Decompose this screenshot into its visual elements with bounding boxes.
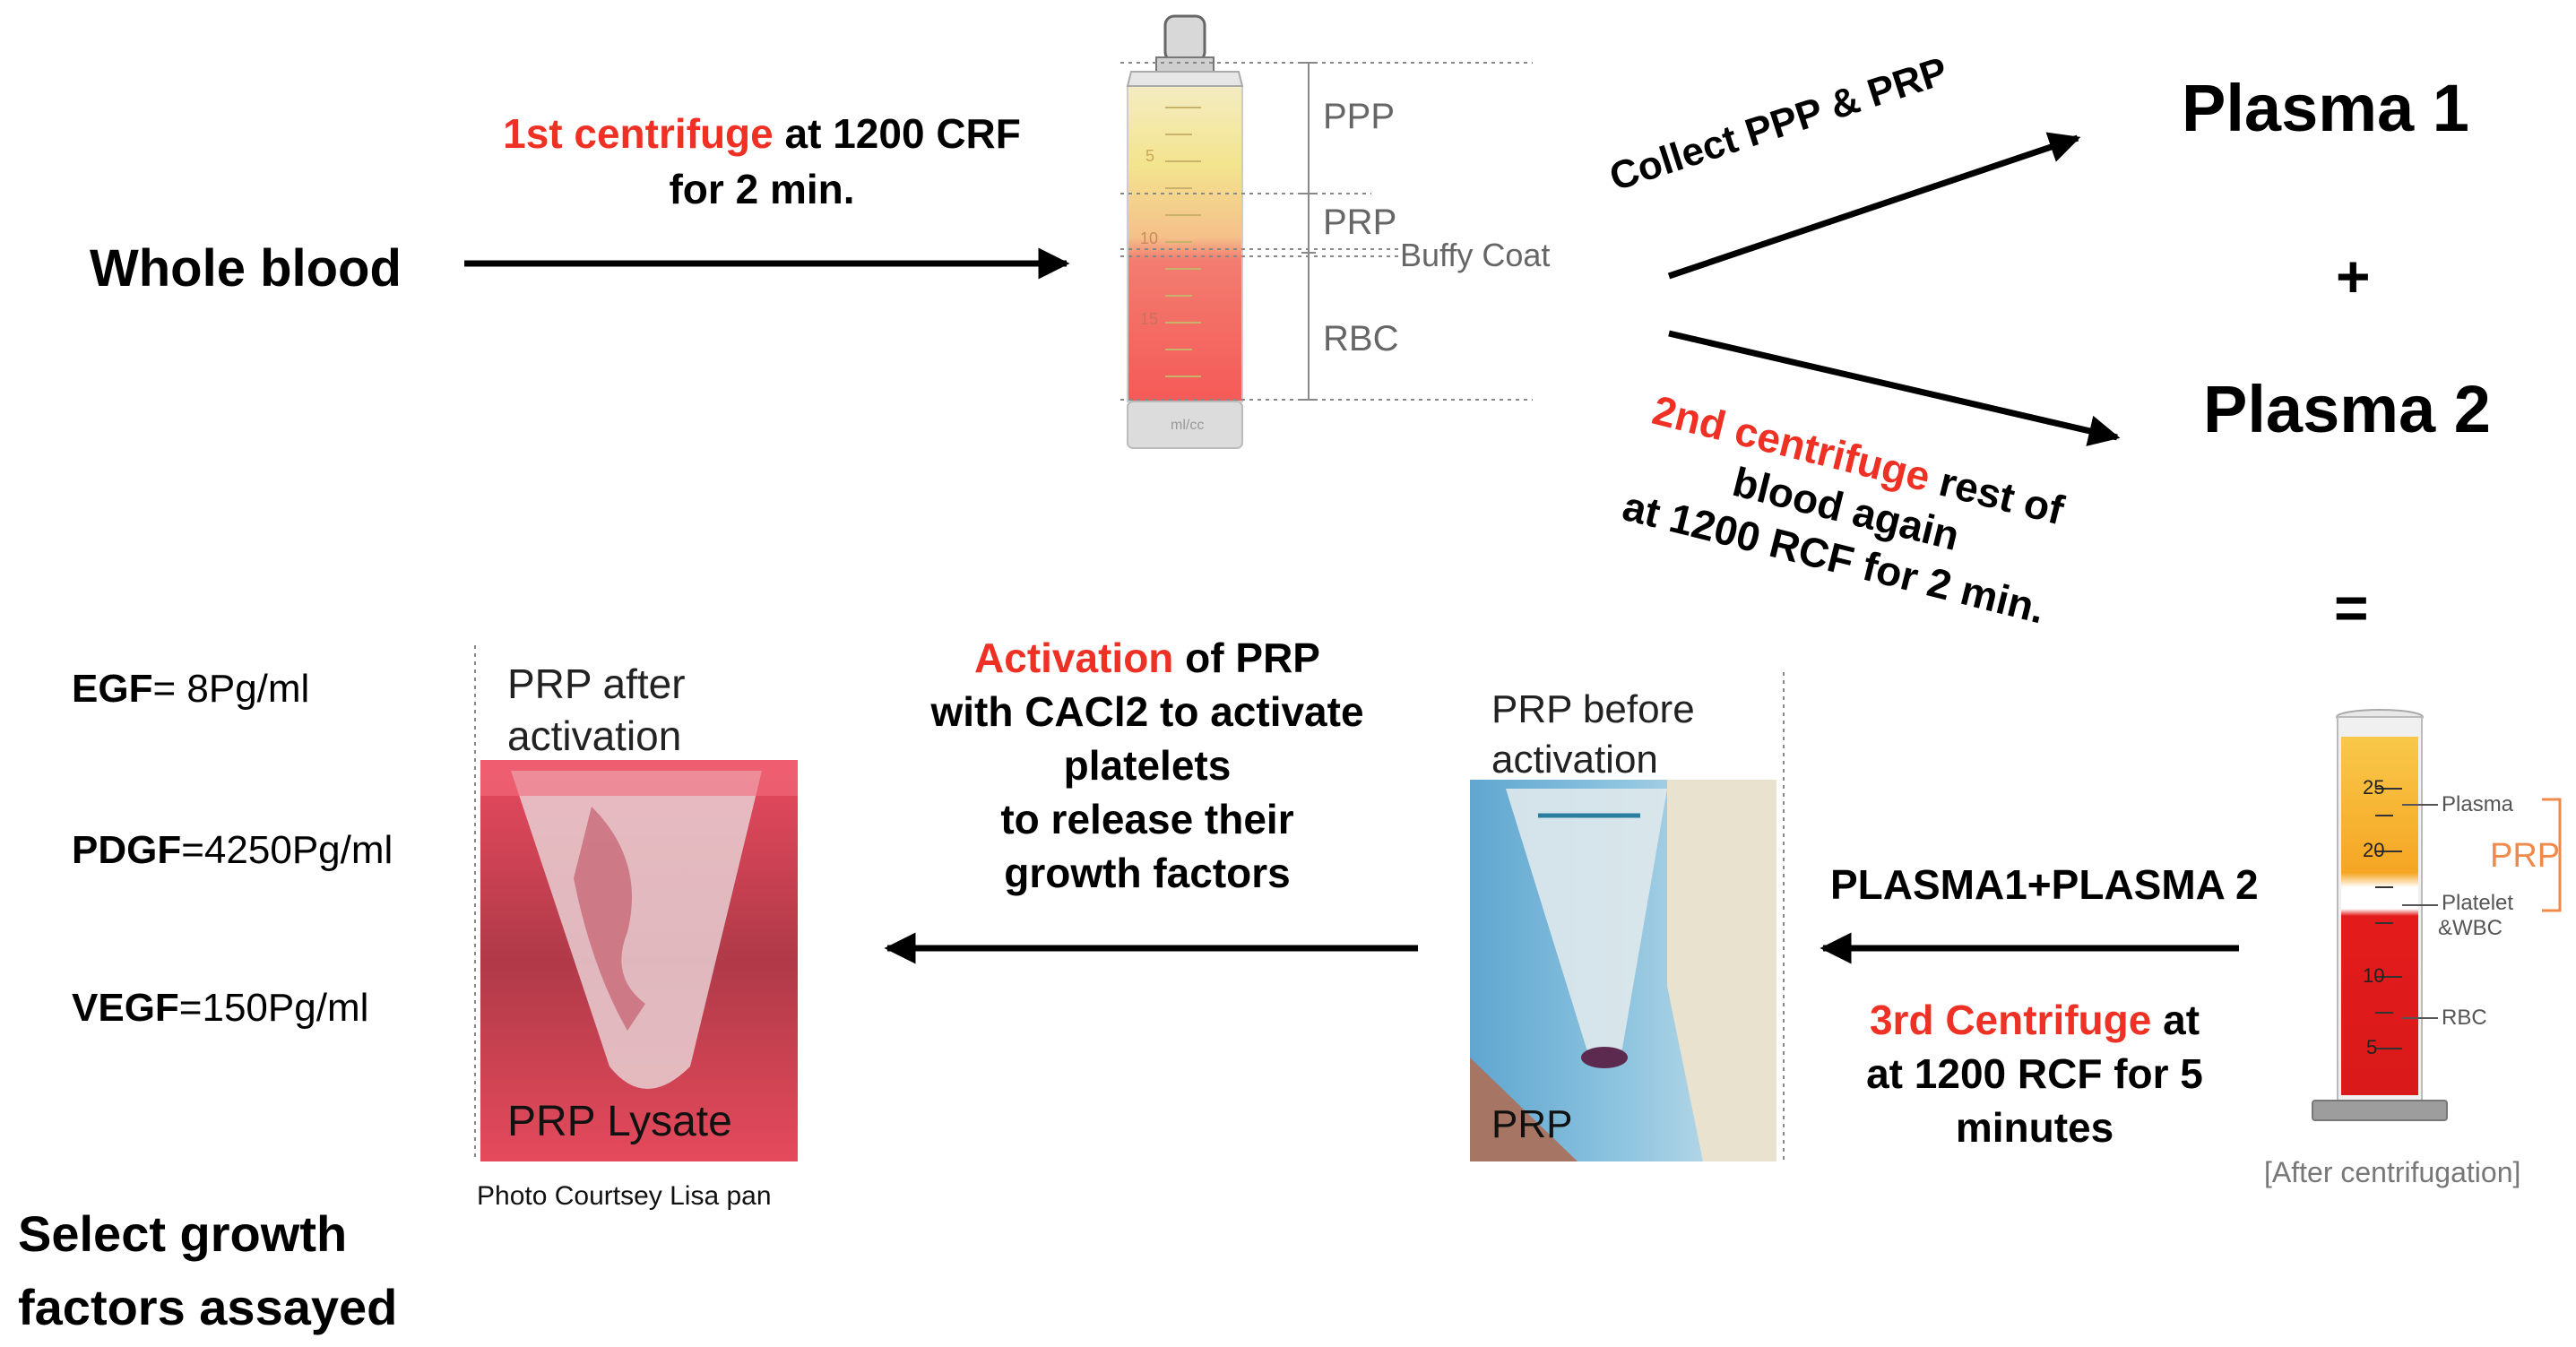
step1-highlight: 1st centrifuge bbox=[503, 110, 774, 157]
growth-factor-name: EGF bbox=[72, 667, 153, 711]
photo-credit: Photo Courtsey Lisa pan bbox=[477, 1181, 772, 1211]
tube-mark-5: 5 bbox=[1145, 147, 1155, 165]
photo-after-label: PRP Lysate bbox=[507, 1098, 732, 1145]
plasma1-label: Plasma 1 bbox=[2182, 71, 2469, 145]
plus-sign: + bbox=[2336, 243, 2371, 309]
plasma2-label: Plasma 2 bbox=[2203, 372, 2491, 446]
centrifuge-tube-icon bbox=[1120, 14, 1533, 449]
select-line2: factors assayed bbox=[18, 1279, 398, 1335]
cylinder-mark-10: 10 bbox=[2363, 964, 2385, 987]
cylinder-mark-25: 25 bbox=[2363, 776, 2385, 799]
tube-rbc-label: RBC bbox=[1323, 319, 1399, 358]
step3-line3: minutes bbox=[1955, 1104, 2114, 1151]
graduated-cylinder-icon bbox=[2312, 709, 2562, 1121]
step1-rest: at 1200 CRF bbox=[773, 110, 1021, 157]
growth-factor-vegf: VEGF=150Pg/ml bbox=[72, 986, 368, 1031]
photo-after-caption: PRP after activation bbox=[507, 658, 686, 762]
photo-after-caption1: PRP after bbox=[507, 661, 686, 707]
cylinder-mark-20: 20 bbox=[2363, 839, 2385, 861]
activation-line2: with CACl2 to activate bbox=[930, 688, 1364, 735]
activation-line5: growth factors bbox=[1004, 850, 1291, 896]
step3-line1: PLASMA1+PLASMA 2 bbox=[1830, 861, 2259, 908]
photo-before-caption2: activation bbox=[1491, 738, 1658, 781]
cylinder-wbc-label: &WBC bbox=[2438, 916, 2503, 940]
growth-factor-value: =4250Pg/ml bbox=[181, 828, 393, 872]
photo-before-caption: PRP before activation bbox=[1491, 685, 1695, 785]
growth-factor-value: = 8Pg/ml bbox=[152, 667, 310, 711]
step3-highlight: 3rd Centrifuge bbox=[1869, 997, 2152, 1043]
step1-text: 1st centrifuge at 1200 CRF for 2 min. bbox=[466, 106, 1058, 217]
arrow-second-centrifuge bbox=[1668, 330, 2121, 446]
photo-before-caption1: PRP before bbox=[1491, 687, 1695, 731]
tube-mark-10: 10 bbox=[1140, 229, 1159, 247]
growth-factor-name: PDGF bbox=[72, 828, 182, 872]
activation-highlight: Activation bbox=[974, 635, 1174, 681]
tube-ppp-label: PPP bbox=[1323, 97, 1396, 136]
activation-rest: of PRP bbox=[1173, 635, 1320, 681]
activation-text: Activation of PRP with CACl2 to activate… bbox=[878, 631, 1416, 900]
activation-line4: to release their bbox=[1000, 796, 1294, 842]
activation-line3: platelets bbox=[1063, 742, 1232, 789]
photo-before-label: PRP bbox=[1491, 1102, 1573, 1146]
cylinder-mark-5: 5 bbox=[2366, 1036, 2378, 1058]
tube-prp-label: PRP bbox=[1323, 203, 1397, 242]
select-line1: Select growth bbox=[18, 1205, 348, 1262]
cylinder-plasma-label: Plasma bbox=[2442, 792, 2514, 816]
cylinder-rbc-label: RBC bbox=[2442, 1006, 2487, 1030]
step3-line2: at 1200 RCF for 5 bbox=[1866, 1050, 2203, 1097]
photo-after-caption2: activation bbox=[507, 712, 682, 759]
tube-base-label: ml/cc bbox=[1171, 418, 1205, 433]
photo-prp-lysate bbox=[480, 760, 798, 1161]
select-growth-factors-caption: Select growth factors assayed bbox=[18, 1197, 397, 1344]
cylinder-prp-label: PRP bbox=[2490, 837, 2561, 875]
whole-blood-label: Whole blood bbox=[90, 239, 402, 298]
step3-text: 3rd Centrifuge at at 1200 RCF for 5 minu… bbox=[1811, 993, 2259, 1154]
step1-line2: for 2 min. bbox=[669, 166, 855, 212]
growth-factor-name: VEGF bbox=[72, 986, 179, 1030]
photo-prp-before bbox=[1470, 780, 1776, 1161]
growth-factor-egf: EGF= 8Pg/ml bbox=[72, 667, 309, 712]
cylinder-platelet-label: Platelet bbox=[2442, 891, 2514, 915]
growth-factor-pdgf: PDGF=4250Pg/ml bbox=[72, 828, 393, 873]
step3-rest: at bbox=[2151, 997, 2200, 1043]
tube-buffy-label: Buffy Coat bbox=[1400, 237, 1551, 273]
equals-sign: = bbox=[2334, 574, 2369, 641]
cylinder-caption: [After centrifugation] bbox=[2264, 1156, 2521, 1188]
tube-mark-15: 15 bbox=[1140, 310, 1159, 328]
growth-factor-value: =150Pg/ml bbox=[178, 986, 369, 1030]
arrow-collect bbox=[1667, 132, 2081, 280]
